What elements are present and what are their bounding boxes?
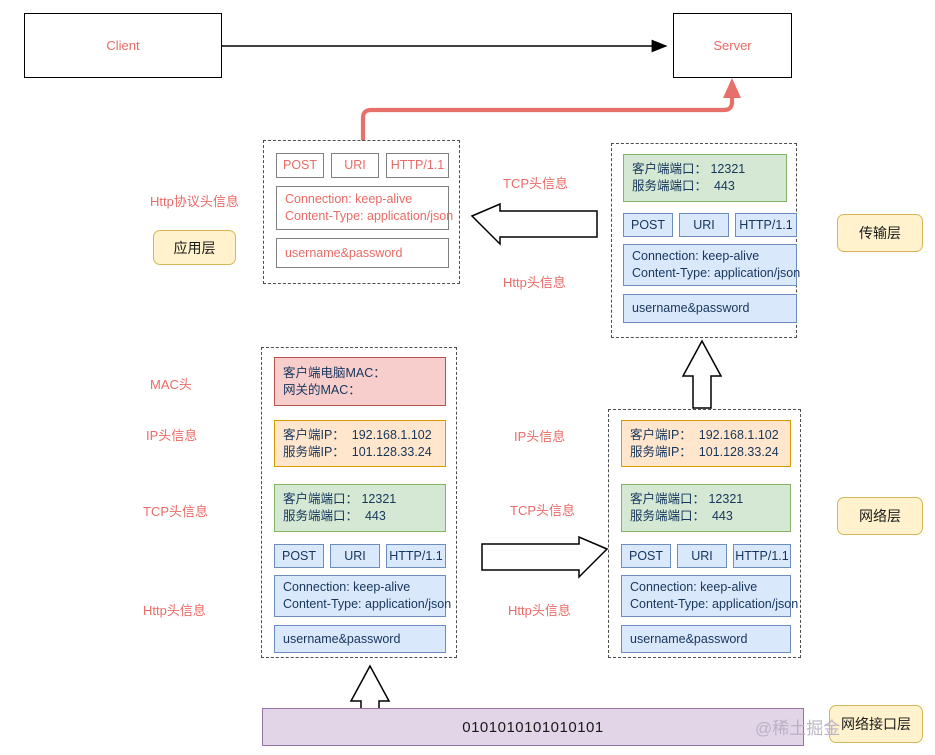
field-http-version: HTTP/1.1 [386,544,446,568]
field-http-method: POST [623,213,673,237]
field-http-uri: URI [330,544,380,568]
field-http-method: POST [276,153,324,178]
layer-chip-application-label: 应用层 [173,239,216,256]
field-tcp-ports: 客户端端口： 12321 服务端端口： 443 [274,484,446,532]
field-http-body: username&password [621,625,791,653]
field-http-headers: Connection: keep-alive Content-Type: app… [623,244,800,286]
packet-network-layer-left: 客户端电脑MAC： 网关的MAC： 客户端IP： 192.168.1.102 服… [261,347,457,658]
field-http-method: POST [274,544,324,568]
field-http-uri: URI [331,153,379,178]
network-to-transport-up-arrow [681,339,723,409]
client-box[interactable]: Client [24,13,222,78]
field-mac-addresses: 客户端电脑MAC： 网关的MAC： [274,357,446,406]
red-flow-arrow [360,89,735,142]
field-http-headers: Connection: keep-alive Content-Type: app… [276,186,453,230]
label-ip-header: IP头信息 [146,428,198,443]
layer-chip-transport-label: 传输层 [859,225,901,241]
field-http-version: HTTP/1.1 [733,544,791,568]
layer-chip-network[interactable]: 网络层 [837,497,923,535]
network-left-to-right-arrow [481,535,609,579]
field-http-method: POST [621,544,671,568]
field-http-body: username&password [276,238,449,268]
label-mid-http-header-bottom: Http头信息 [508,603,571,618]
packet-transport-layer: 客户端端口： 12321 服务端端口： 443 POST URI HTTP/1.… [611,143,800,338]
field-http-body: username&password [623,294,797,323]
bitstream-to-network-up-arrow [349,664,391,713]
field-http-body: username&password [274,625,446,653]
label-mid-tcp-header-bottom: TCP头信息 [510,503,576,518]
label-mid-ip-header: IP头信息 [514,429,566,444]
field-http-version: HTTP/1.1 [735,213,797,237]
field-http-headers: Connection: keep-alive Content-Type: app… [621,575,798,617]
red-flow-arrowhead [723,78,741,98]
server-label: Server [713,38,752,53]
field-http-uri: URI [679,213,729,237]
packet-application-layer: POST URI HTTP/1.1 Connection: keep-alive… [263,140,460,284]
label-mid-tcp-header-top: TCP头信息 [503,176,569,191]
layer-chip-application[interactable]: 应用层 [153,230,236,265]
layer-chip-network-label: 网络层 [859,508,901,524]
packet-network-layer-right: 客户端IP： 192.168.1.102 服务端IP： 101.128.33.2… [608,409,801,658]
bitstream-value: 0101010101010101 [462,718,604,736]
field-http-uri: URI [677,544,727,568]
layer-chip-transport[interactable]: 传输层 [837,214,923,252]
layer-chip-network-interface[interactable]: 网络接口层 [829,705,923,743]
field-ip-addresses: 客户端IP： 192.168.1.102 服务端IP： 101.128.33.2… [274,420,446,467]
label-http-header: Http头信息 [143,603,206,618]
layer-chip-network-interface-label: 网络接口层 [841,716,911,732]
field-http-version: HTTP/1.1 [386,153,449,178]
server-box[interactable]: Server [673,13,792,78]
bitstream-bar: 0101010101010101 [262,708,804,746]
field-tcp-ports: 客户端端口： 12321 服务端端口： 443 [621,484,791,532]
field-tcp-ports: 客户端端口： 12321 服务端端口： 443 [623,154,787,202]
field-http-headers: Connection: keep-alive Content-Type: app… [274,575,451,617]
client-label: Client [106,38,140,53]
label-http-protocol-header: Http协议头信息 [150,194,239,209]
transport-to-application-arrow [470,202,598,246]
label-tcp-header: TCP头信息 [143,504,209,519]
label-mac-header: MAC头 [150,377,192,392]
field-ip-addresses: 客户端IP： 192.168.1.102 服务端IP： 101.128.33.2… [621,420,791,467]
label-mid-http-header-top: Http头信息 [503,275,566,290]
